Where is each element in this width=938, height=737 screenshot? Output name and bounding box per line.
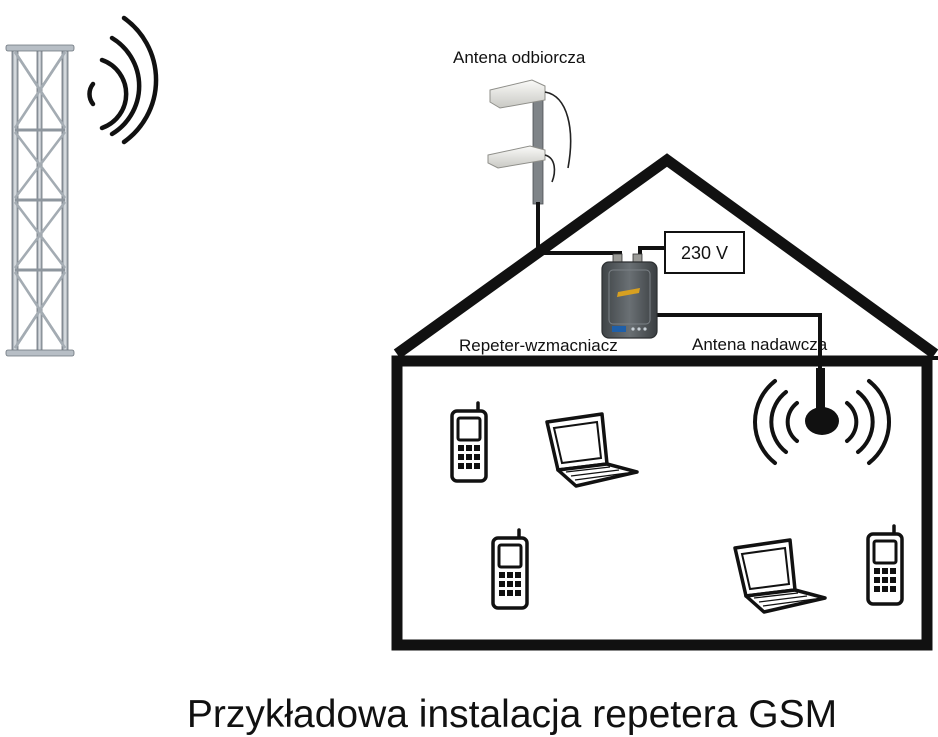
mobile-phone-icon xyxy=(866,524,904,606)
laptop-icon xyxy=(545,412,639,488)
tower-signal-waves-icon xyxy=(87,15,159,145)
indoor-signal-waves-icon xyxy=(752,379,892,465)
repeater-logo-icon xyxy=(617,288,640,297)
receiving-antenna xyxy=(487,79,572,205)
transmitting-antenna xyxy=(805,368,839,435)
house-outline xyxy=(391,153,938,651)
repeater-unit xyxy=(601,253,658,339)
mobile-phone-icon xyxy=(450,401,488,483)
receiving-antenna-label: Antena odbiorcza xyxy=(453,48,586,67)
laptop-icon xyxy=(733,538,827,614)
power-supply-box: 230 V xyxy=(664,231,745,274)
bts-tower xyxy=(5,44,75,357)
power-supply-label: 230 V xyxy=(681,243,728,263)
diagram-caption: Przykładowa instalacja repetera GSM xyxy=(187,693,837,736)
mobile-phone-icon xyxy=(491,528,529,610)
transmitting-antenna-label: Antena nadawcza xyxy=(692,335,828,354)
repeater-label: Repeter-wzmacniacz xyxy=(459,336,618,355)
